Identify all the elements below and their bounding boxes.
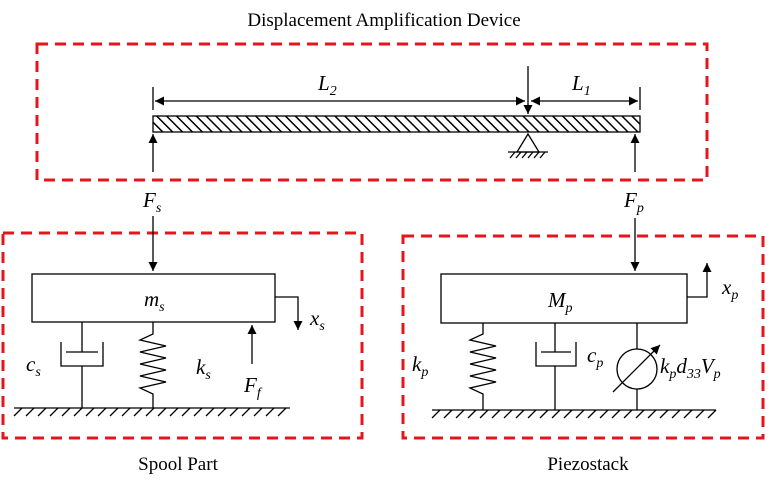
label-mp: Mp <box>547 288 573 316</box>
label-kp-d33-vp: kpd33Vp <box>660 354 721 382</box>
label-kp: kp <box>412 352 428 380</box>
amplifier-dashed-box <box>35 42 709 182</box>
xs-arrow <box>275 296 303 330</box>
variable-source-arrow <box>612 344 661 393</box>
diagram-title: Displacement Amplification Device <box>247 10 520 31</box>
label-cp: cp <box>587 343 603 371</box>
piezostack-caption: Piezostack <box>547 454 629 475</box>
piezo-mass <box>440 273 688 324</box>
piezostack-group: Mp xp kp cp kpd33Vp <box>412 263 738 419</box>
label-ff: Ff <box>243 373 263 401</box>
lever-beam <box>152 115 641 133</box>
xp-arrow <box>687 263 712 298</box>
label-fs: Fs <box>142 188 162 216</box>
fulcrum-ground-hatch <box>509 151 546 159</box>
label-xs: xs <box>309 306 325 334</box>
piezo-dashed-box <box>401 234 765 440</box>
label-cs: cs <box>26 352 41 380</box>
variable-force-source <box>616 348 658 390</box>
spool-part-group: ms xs cs ks Ff <box>13 273 325 417</box>
lever-group: L2 L1 <box>152 66 641 159</box>
fulcrum-triangle <box>515 132 541 153</box>
kp-spring <box>468 323 497 410</box>
spool-mass <box>31 273 276 323</box>
label-ks: ks <box>196 355 211 383</box>
piezo-ground-hatch <box>431 409 717 419</box>
ks-spring <box>138 322 167 408</box>
label-fp: Fp <box>623 188 644 216</box>
label-l1: L1 <box>571 71 591 99</box>
spool-part-caption: Spool Part <box>138 454 218 475</box>
spool-dashed-box <box>1 231 364 440</box>
label-xp: xp <box>721 275 738 303</box>
label-ms: ms <box>144 287 165 315</box>
cp-cup <box>535 342 577 367</box>
label-l2: L2 <box>317 71 337 99</box>
spool-ground-hatch <box>13 407 287 417</box>
